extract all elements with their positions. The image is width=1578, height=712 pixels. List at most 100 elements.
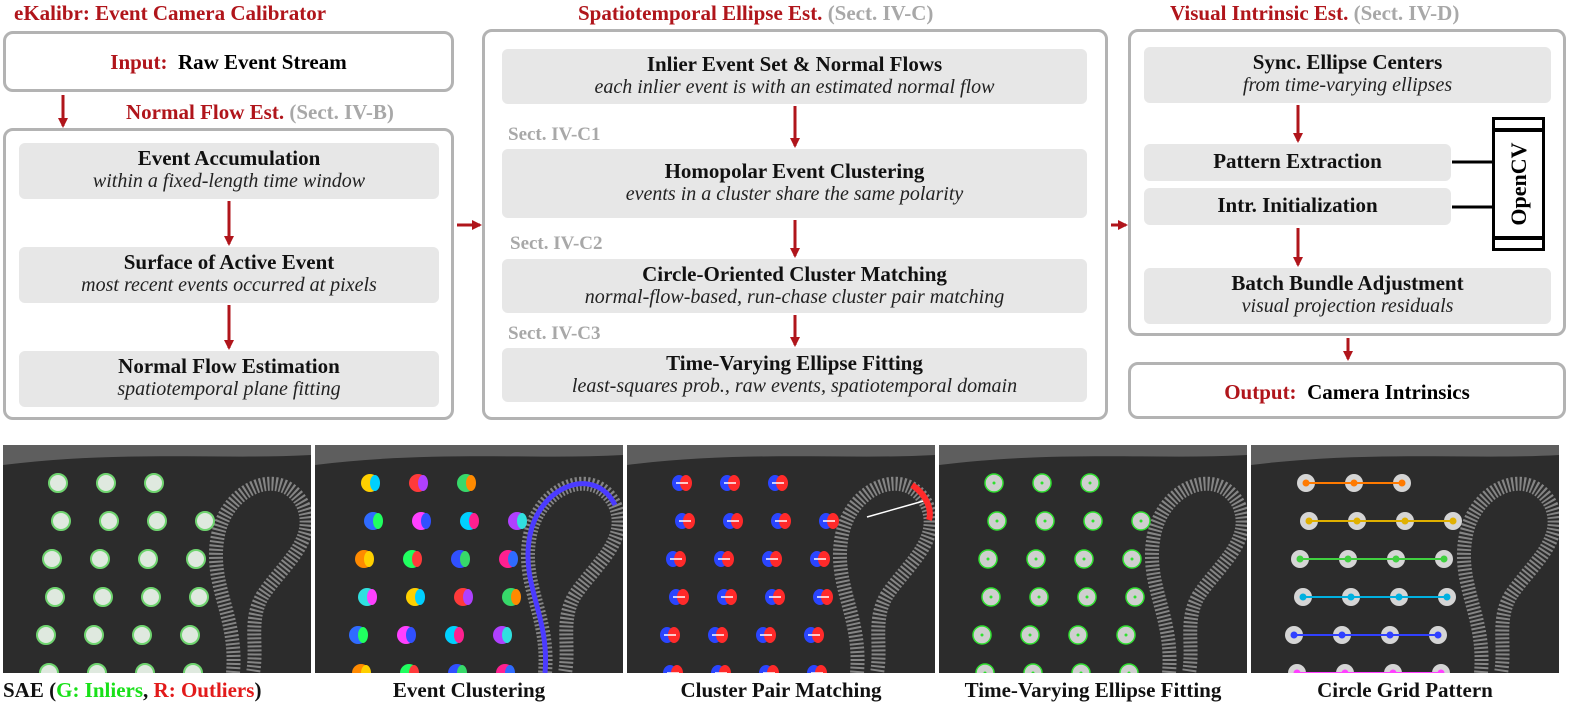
grid-circle: [1288, 664, 1306, 673]
cluster-half: [457, 665, 467, 673]
cluster-half: [367, 589, 377, 605]
intrinsic-section-title: Visual Intrinsic Est. (Sect. IV-D): [1170, 1, 1460, 25]
grid-point: [1440, 555, 1448, 563]
calibrator-title: eKalibr: Event Camera Calibrator: [14, 1, 327, 25]
grid-point: [1341, 669, 1349, 673]
caption-ellipse-fitting: Time-Varying Ellipse Fitting: [964, 678, 1222, 702]
ellipse-center: [1133, 595, 1137, 599]
cluster-half: [466, 475, 476, 491]
grid-point: [1293, 669, 1301, 673]
inlier-circle: [144, 473, 164, 493]
inlier-circle: [141, 587, 161, 607]
fitted-ellipse: [975, 663, 995, 673]
ellipse-center: [995, 519, 999, 523]
ellipse-section-title: Spatiotemporal Ellipse Est. (Sect. IV-C): [578, 1, 934, 25]
loop-red: [910, 482, 933, 521]
cluster-half: [409, 665, 419, 673]
cluster-half: [412, 551, 422, 567]
grid-point: [1347, 593, 1355, 601]
grid-point: [1392, 555, 1400, 563]
cluster-half: [517, 513, 527, 529]
cluster-loop: [525, 481, 618, 673]
inlier-circle: [195, 511, 215, 531]
grid-point: [1389, 669, 1397, 673]
grid-point: [1395, 593, 1403, 601]
input-box: Input: Raw Event Stream: [3, 31, 454, 92]
cluster-half: [406, 627, 416, 643]
matched-cluster-red: [671, 665, 683, 673]
grid-point: [1338, 631, 1346, 639]
thumb-loop: [1144, 476, 1247, 673]
cluster-half: [463, 589, 473, 605]
inlier-circle: [138, 549, 158, 569]
sect-iv-c2-label: Sect. IV-C2: [510, 233, 603, 254]
ellipse-center: [1037, 595, 1041, 599]
cluster-half: [370, 475, 380, 491]
thumb-loop: [1456, 476, 1559, 673]
circle-grid-image: [1251, 445, 1559, 673]
matched-cluster-red: [767, 665, 779, 673]
ellipse-center: [1130, 557, 1134, 561]
grid-point: [1449, 517, 1457, 525]
opencv-block: OpenCV: [1492, 117, 1545, 251]
ellipse-center: [1088, 481, 1092, 485]
inlier-circle: [51, 511, 71, 531]
thumb-top-edge: [315, 445, 623, 465]
cluster-half: [361, 665, 371, 673]
cluster-pair-matching-image: [627, 445, 935, 673]
cluster-half: [454, 627, 464, 643]
inlier-circle: [99, 511, 119, 531]
caption-pair-matching: Cluster Pair Matching: [680, 678, 882, 702]
inlier-circle: [36, 625, 56, 645]
cluster-half: [505, 665, 515, 673]
grid-point: [1437, 669, 1445, 673]
ellipse-center: [1043, 519, 1047, 523]
input-value: Raw Event Stream: [177, 50, 347, 74]
caption-sae: SAE (G: Inliers, R: Outliers): [3, 678, 262, 702]
output-label: Output:: [1224, 380, 1297, 404]
ellipse-center: [986, 557, 990, 561]
cluster-half: [364, 551, 374, 567]
thumb-top-edge: [1251, 445, 1559, 465]
ellipse-center: [992, 481, 996, 485]
ellipse-center: [1139, 519, 1143, 523]
cluster-half: [415, 589, 425, 605]
grid-point: [1443, 593, 1451, 601]
inlier-circle: [39, 663, 59, 673]
ellipse-center: [1124, 633, 1128, 637]
ellipse-fitting-image: [939, 445, 1247, 673]
cluster-half: [511, 589, 521, 605]
cluster-half: [418, 475, 428, 491]
thumb-loop: [208, 476, 311, 673]
inlier-circle: [183, 663, 203, 673]
ellipse-center: [1091, 519, 1095, 523]
matched-cluster-red: [815, 665, 827, 673]
ellipse-center: [1082, 557, 1086, 561]
matched-cluster-red: [719, 665, 731, 673]
pattern-extraction-box: Pattern Extraction: [1144, 144, 1451, 181]
cluster-half: [502, 627, 512, 643]
cluster-half: [460, 551, 470, 567]
cluster-half: [373, 513, 383, 529]
grid-point: [1302, 479, 1310, 487]
thumb-top-edge: [627, 445, 935, 465]
ellipse-center: [1028, 633, 1032, 637]
cluster-half: [469, 513, 479, 529]
fitted-ellipse: [1023, 663, 1043, 673]
sect-iv-c1-label: Sect. IV-C1: [508, 124, 601, 145]
grid-point: [1353, 517, 1361, 525]
output-box: Output: Camera Intrinsics: [1128, 362, 1566, 419]
caption-grid-pattern: Circle Grid Pattern: [1317, 678, 1493, 702]
output-value: Camera Intrinsics: [1307, 380, 1470, 404]
grid-point: [1296, 555, 1304, 563]
inlier-circle: [45, 587, 65, 607]
inlier-circle: [42, 549, 62, 569]
inlier-circle: [180, 625, 200, 645]
ellipse-center: [980, 633, 984, 637]
grid-point: [1305, 517, 1313, 525]
